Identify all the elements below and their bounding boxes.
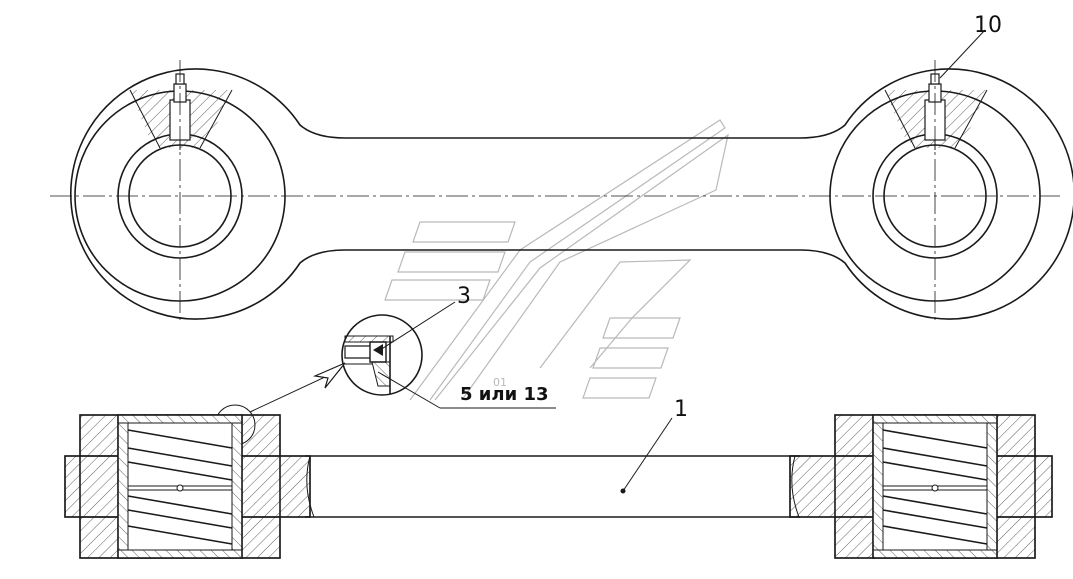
- leader-line-1: [622, 417, 673, 492]
- leader-line-10: [939, 29, 986, 79]
- detail-arrow-icon: [312, 362, 346, 389]
- left-eye-section: [64, 414, 311, 559]
- link-side-section: [64, 414, 1053, 559]
- callout-5-or-13: 5 или 13: [377, 371, 556, 409]
- detail-circle: [341, 314, 423, 396]
- callout-label-3: 3: [457, 284, 471, 309]
- callout-label-5-or-13: 5 или 13: [460, 384, 549, 405]
- callout-1: 1: [620, 397, 688, 494]
- leader-line-5-13: [377, 371, 441, 409]
- watermark-logo: 01: [384, 119, 729, 401]
- right-grease-fitting: [884, 73, 988, 150]
- watermark-text: 01: [493, 376, 507, 389]
- callout-10: 10: [939, 13, 1002, 79]
- seal-detail-view: [341, 314, 423, 396]
- leader-line-3: [379, 301, 456, 351]
- callout-label-10: 10: [974, 13, 1002, 38]
- callout-3: 3: [379, 284, 471, 351]
- left-grease-fitting: [129, 73, 233, 150]
- right-eye-section: [789, 414, 1053, 559]
- callout-label-1: 1: [674, 397, 688, 422]
- link-top-view: [50, 60, 1073, 320]
